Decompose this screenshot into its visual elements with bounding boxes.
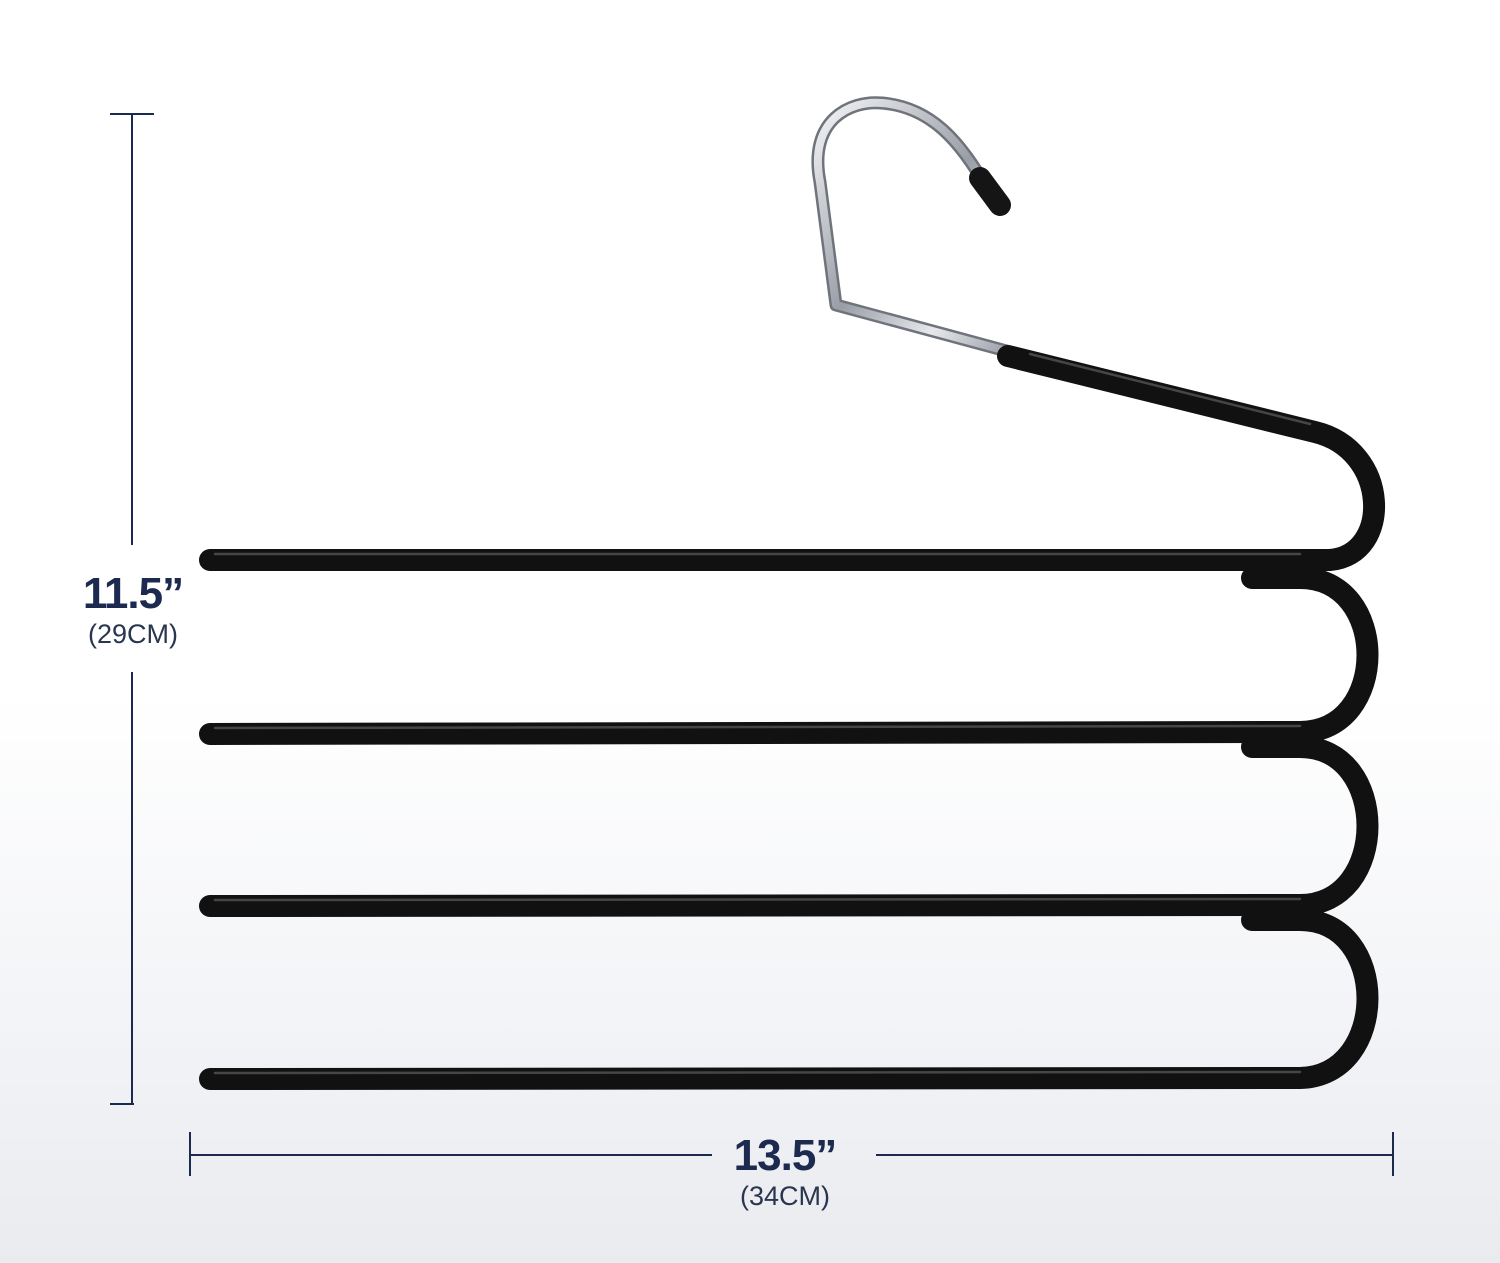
hanger-bar-2 — [199, 567, 1379, 745]
height-dimension-line — [110, 113, 154, 1105]
hanger-bar-4 — [199, 909, 1379, 1090]
height-value: 11.5” — [82, 569, 184, 618]
bar-highlights — [213, 352, 1312, 1075]
width-label: 13.5” (34CM) — [700, 1132, 870, 1212]
hanger-bar-3 — [199, 736, 1379, 917]
hook-tip-cap — [969, 167, 1011, 216]
width-value: 13.5” — [733, 1131, 838, 1180]
width-metric: (34CM) — [739, 1181, 830, 1211]
height-label: 11.5” (29CM) — [48, 570, 218, 650]
hook — [811, 96, 1047, 367]
width-dimension-line — [189, 1132, 1394, 1176]
height-metric: (29CM) — [87, 619, 178, 649]
hanger-shoulder — [199, 345, 1385, 571]
hanger-body — [199, 345, 1385, 1090]
